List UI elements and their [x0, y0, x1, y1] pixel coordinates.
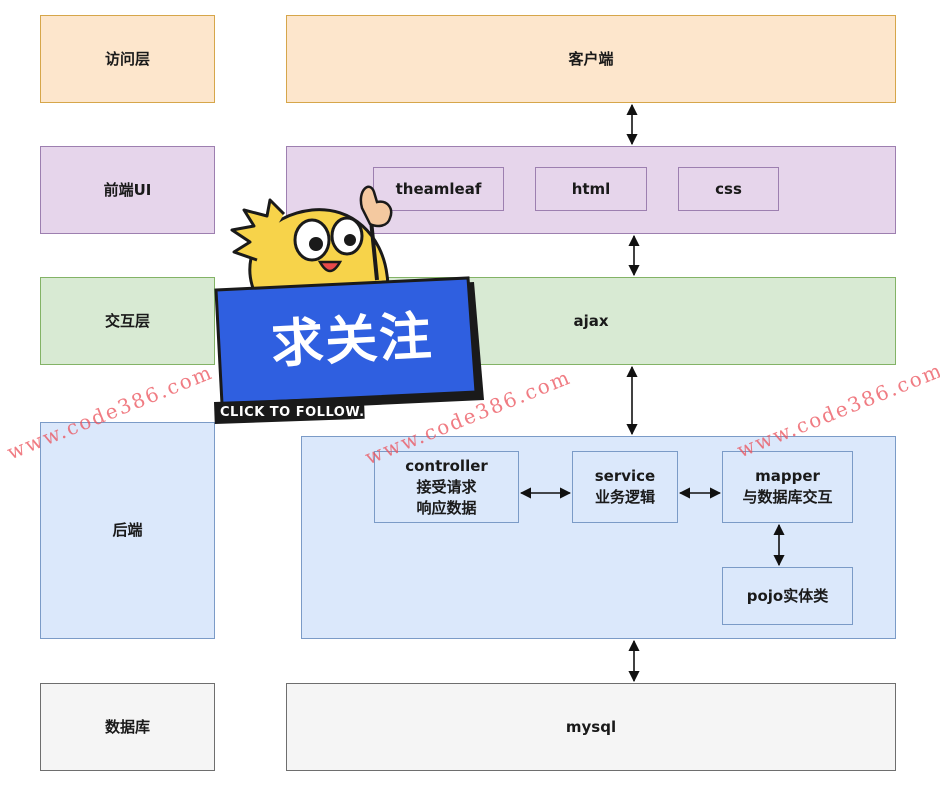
layer-backend-label: 后端: [112, 521, 143, 539]
mapper-line1: 与数据库交互: [742, 488, 833, 506]
controller-line2: 响应数据: [416, 498, 477, 517]
mapper-box: mapper 与数据库交互: [722, 451, 853, 523]
follow-sticker[interactable]: 求关注 CLICK TO FOLLOW...: [212, 180, 497, 430]
client-label: 客户端: [568, 49, 614, 68]
layer-interaction-label: 交互层: [104, 311, 150, 330]
mascot-icon: [214, 185, 484, 424]
ajax-label: ajax: [573, 311, 609, 330]
controller-box: controller 接受请求 响应数据: [374, 451, 519, 523]
service-title: service: [594, 467, 656, 485]
theamleaf-box: theamleaf: [373, 167, 504, 211]
mapper-title: mapper: [755, 467, 820, 485]
controller-title: controller: [405, 456, 488, 475]
html-box: html: [535, 167, 647, 211]
html-label: html: [571, 179, 611, 198]
controller-line1: 接受请求: [416, 477, 477, 496]
pojo-box: pojo实体类: [722, 567, 853, 625]
mysql-box: mysql: [286, 683, 896, 771]
layer-access: 访问层: [40, 15, 215, 103]
layer-interaction: 交互层: [40, 277, 215, 365]
pojo-label: pojo实体类: [746, 586, 829, 605]
sticker-sub-text: CLICK TO FOLLOW...: [220, 405, 376, 420]
service-line1: 业务逻辑: [594, 488, 655, 506]
layer-access-label: 访问层: [104, 49, 150, 68]
css-box: css: [678, 167, 779, 211]
sticker-main-text: 求关注: [269, 306, 435, 376]
css-label: css: [715, 179, 742, 198]
mysql-label: mysql: [565, 717, 617, 736]
service-box: service 业务逻辑: [572, 451, 678, 523]
layer-frontend-label: 前端UI: [103, 180, 152, 199]
layer-backend: 后端: [40, 422, 215, 639]
layer-database: 数据库: [40, 683, 215, 771]
layer-frontend: 前端UI: [40, 146, 215, 234]
client-box: 客户端: [286, 15, 896, 103]
layer-database-label: 数据库: [104, 717, 150, 736]
theamleaf-label: theamleaf: [395, 179, 482, 198]
